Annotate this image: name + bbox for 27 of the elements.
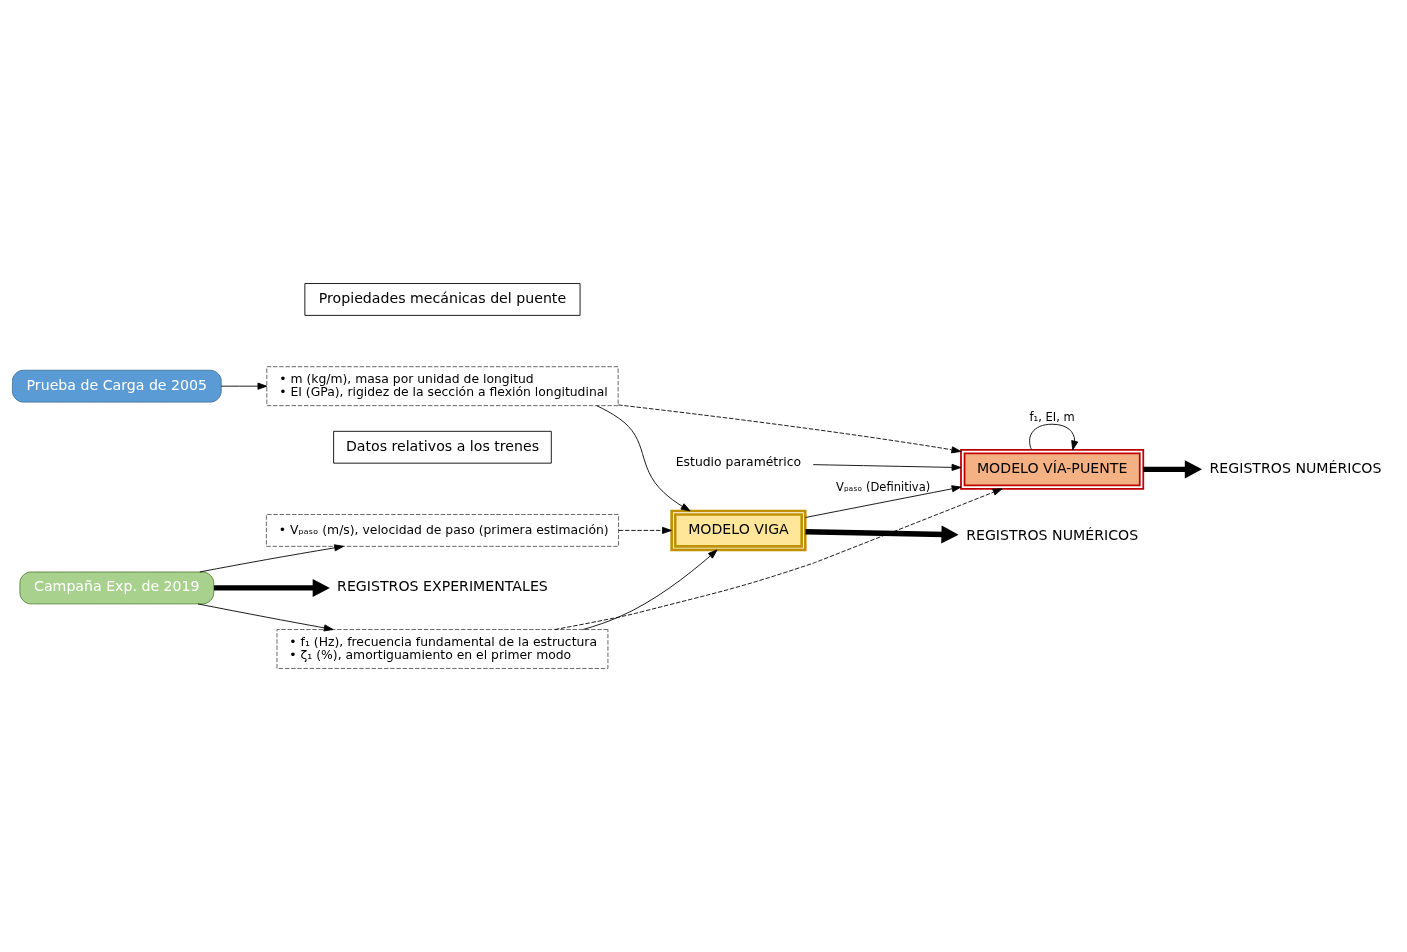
node-box: Propiedades mecánicas del puente	[304, 283, 581, 316]
arrow	[214, 578, 330, 597]
node-box: Prueba de Carga de 2005	[11, 369, 222, 403]
arrow	[805, 525, 959, 544]
node-text: REGISTROS NUMÉRICOS	[966, 526, 1139, 543]
node-text: REGISTROS EXPERIMENTALES	[337, 578, 548, 595]
node-box: • Vₚₐₛₒ (m/s), velocidad de paso (primera estimación)	[265, 514, 619, 547]
node-box: Datos relativos a los trenes	[333, 430, 552, 464]
arrow	[582, 549, 718, 630]
edge-label: f₁, EI, m	[1029, 410, 1075, 425]
arrow	[197, 603, 334, 632]
node-box: • f₁ (Hz), frecuencia fundamental de la estructura • ζ₁ (%), amortiguamiento en el primer modo	[276, 629, 609, 669]
arrow	[199, 544, 344, 573]
node-box: • m (kg/m), masa por unidad de longitud • EI (GPa), rigidez de la sección a flexión longitudinal	[266, 366, 619, 407]
arrow	[617, 404, 962, 454]
arrow	[618, 526, 672, 534]
arrow	[220, 382, 268, 390]
node-box: Campaña Exp. de 2019	[19, 571, 215, 605]
arrow	[812, 463, 962, 471]
arrow	[805, 485, 962, 518]
arrow	[554, 488, 1003, 630]
node-text: Estudio paramétrico	[675, 455, 802, 470]
node-text: REGISTROS NUMÉRICOS	[1209, 459, 1382, 476]
arrow	[596, 405, 691, 512]
arrow	[1143, 460, 1202, 479]
edge-label: Vₚₐₛₒ (Definitiva)	[836, 479, 931, 494]
arrow	[1029, 423, 1079, 451]
